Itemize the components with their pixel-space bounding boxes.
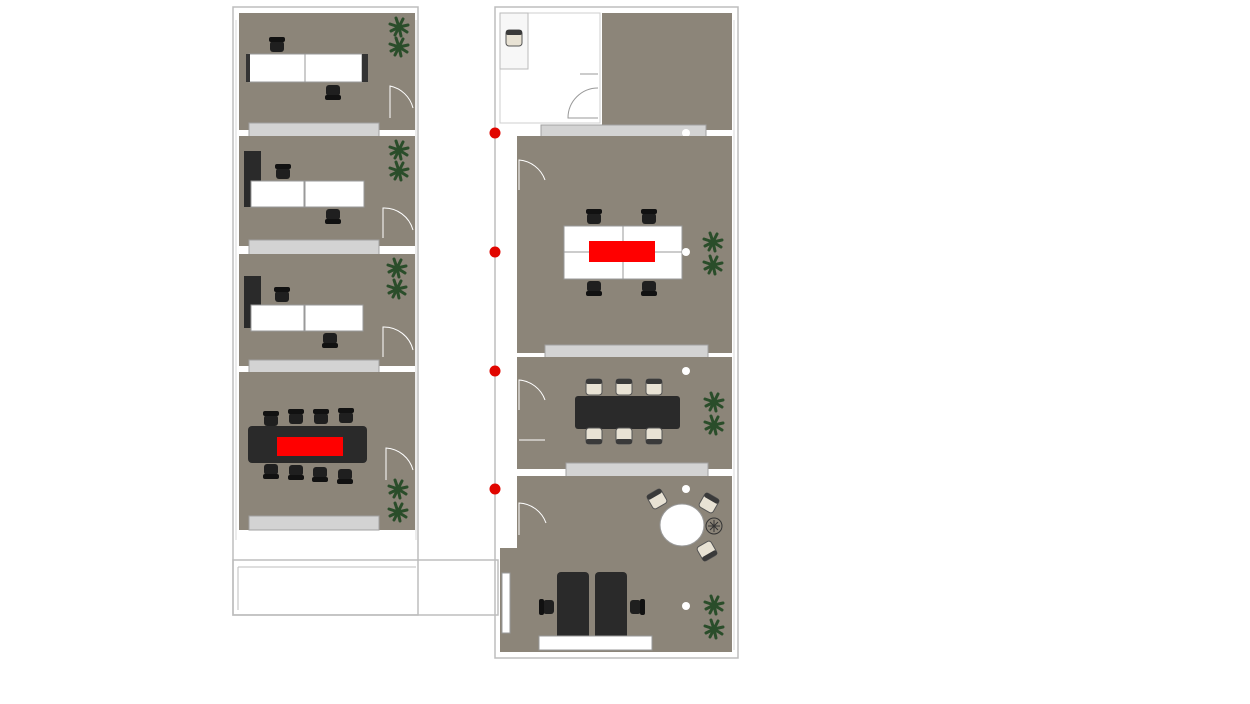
office-chair-icon: [288, 409, 304, 424]
round-table: [659, 503, 705, 547]
office-chair-icon: [641, 281, 657, 296]
door-swing-icon: [567, 87, 599, 119]
room-office-2: [239, 136, 415, 259]
corridor-wall: [232, 559, 499, 616]
room-office-1: [239, 13, 415, 142]
desk: [250, 304, 305, 332]
office-chair-icon: [641, 209, 657, 224]
desk: [304, 180, 365, 208]
executive-desk: [557, 572, 589, 644]
armchair-icon: [585, 378, 603, 396]
office-chair-icon: [322, 333, 338, 348]
conference-table: [575, 396, 680, 429]
armchair-icon: [615, 378, 633, 396]
door-swing-icon: [385, 447, 414, 480]
door-swing-icon: [389, 85, 414, 118]
desk: [304, 304, 364, 332]
room-boardroom: [517, 357, 732, 482]
office-chair-icon: [586, 209, 602, 224]
location-marker-icon[interactable]: [489, 483, 501, 495]
room-team: [517, 136, 732, 364]
room-floor: [602, 13, 732, 130]
table-highlight: [589, 241, 655, 262]
armchair-icon: [645, 378, 663, 396]
office-chair-icon: [325, 209, 341, 224]
table-highlight: [277, 437, 343, 456]
office-chair-icon: [274, 287, 290, 302]
door-swing-icon: [518, 379, 546, 410]
office-chair-icon: [313, 409, 329, 424]
room-storage: [602, 13, 732, 130]
office-chair-icon: [263, 411, 279, 426]
armchair-icon: [585, 427, 603, 445]
office-chair-icon: [269, 37, 285, 52]
room-office-3: [239, 254, 415, 379]
location-markers: [489, 127, 501, 495]
door-swing-icon: [518, 502, 547, 535]
right-wing-outer-wall: [494, 6, 739, 659]
room-reception: [499, 12, 601, 124]
room-meeting-west: [239, 372, 415, 531]
office-chair-icon: [630, 599, 645, 615]
location-marker-icon[interactable]: [489, 365, 501, 377]
door-swing-icon: [382, 207, 414, 238]
door-swing-icon: [518, 159, 546, 190]
left-wing: [232, 6, 499, 616]
office-chair-icon: [539, 599, 554, 615]
right-wing: [494, 6, 739, 659]
office-chair-icon: [586, 281, 602, 296]
office-chair-icon: [288, 465, 304, 480]
door-swing-icon: [382, 326, 414, 357]
executive-desk: [595, 572, 627, 644]
office-chair-icon: [325, 85, 341, 100]
desk: [250, 180, 305, 208]
location-marker-icon[interactable]: [489, 246, 501, 258]
office-chair-icon: [312, 467, 328, 482]
location-marker-icon[interactable]: [489, 127, 501, 139]
office-chair-icon: [275, 164, 291, 179]
office-chair-icon: [338, 408, 354, 423]
desk: [248, 53, 306, 83]
office-chair-icon: [263, 464, 279, 479]
armchair-icon: [645, 427, 663, 445]
partition-wall: [248, 515, 380, 531]
office-chair-icon: [337, 469, 353, 484]
armchair-icon: [615, 427, 633, 445]
room-executive: [500, 476, 732, 652]
armchair-icon: [505, 29, 523, 47]
desk: [304, 53, 363, 83]
